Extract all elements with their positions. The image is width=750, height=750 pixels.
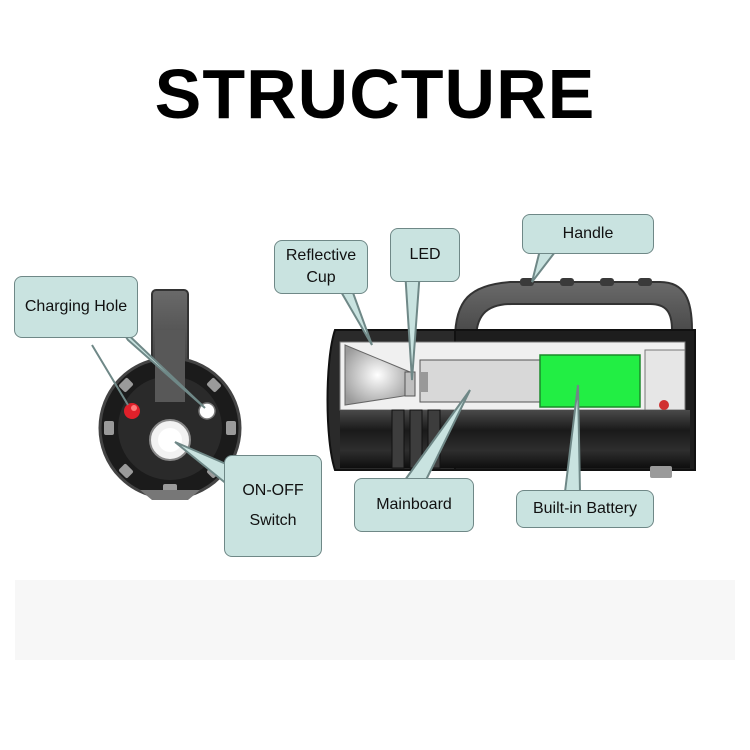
mainboard-label: Mainboard (376, 496, 452, 513)
on-off-label-line1: ON-OFF (242, 482, 304, 499)
charging-led (124, 403, 140, 419)
callout-built-in-battery: Built-in Battery (516, 490, 654, 528)
led-label: LED (409, 246, 441, 263)
charging-hole-label: Charging Hole (24, 298, 128, 315)
callout-reflective-cup: Reflective Cup (274, 240, 368, 294)
led-emitter (404, 371, 416, 397)
side-view (326, 278, 696, 478)
lamp-foot (650, 466, 672, 478)
callout-mainboard: Mainboard (354, 478, 474, 532)
shadow-band (15, 580, 735, 660)
mainboard-block (419, 359, 541, 403)
callout-led: LED (390, 228, 460, 282)
handle-label: Handle (562, 225, 614, 242)
reflective-cup-label-line2: Cup (306, 269, 336, 286)
page-title: STRUCTURE (154, 55, 596, 133)
callout-handle: Handle (522, 214, 654, 254)
rear-cap (644, 349, 686, 411)
rear-foot (140, 490, 200, 500)
handle-grips (520, 278, 652, 286)
on-off-label-line2: Switch (249, 512, 297, 529)
leader-lines (91, 248, 582, 493)
leader-handle (531, 248, 557, 283)
built-in-battery-label: Built-in Battery (532, 500, 638, 517)
reflective-cup-label-line1: Reflective (285, 247, 357, 264)
callout-on-off-switch: ON-OFF Switch (224, 455, 322, 557)
battery-block (539, 354, 641, 408)
callout-charging-hole: Charging Hole (14, 276, 138, 338)
